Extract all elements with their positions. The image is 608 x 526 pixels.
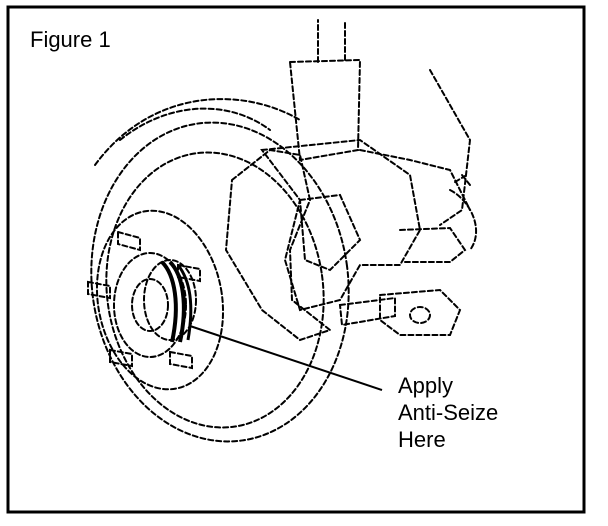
callout-label: Apply Anti-Seize Here	[398, 372, 498, 453]
wheel-stud-left	[87, 280, 111, 300]
caliper-bleeder	[399, 226, 467, 263]
hub-face	[113, 252, 187, 358]
hub-center	[131, 278, 169, 332]
caliper-bracket	[224, 148, 333, 342]
caliper-piston-housing	[298, 193, 362, 272]
brake-hose-fitting	[454, 174, 471, 186]
figure-title: Figure 1	[30, 27, 111, 52]
splash-shield-arc-2	[119, 107, 271, 141]
callout-line-1: Apply	[398, 373, 454, 398]
mount-bolt-hole	[409, 306, 431, 324]
knuckle-arm-2	[359, 149, 471, 211]
wheel-stud-lower-right	[169, 350, 193, 370]
caliper-mount-ear	[379, 288, 462, 336]
splash-shield-arc	[94, 98, 301, 166]
caliper-slide-pin	[338, 296, 396, 327]
rotor-inner-edge	[105, 151, 325, 429]
knuckle-arm	[429, 69, 472, 226]
caliper-body	[260, 138, 422, 312]
anti-seize-area	[160, 260, 193, 343]
callout-line-2: Anti-Seize	[398, 400, 499, 425]
rotor-outer-edge	[90, 121, 350, 443]
strut-upper	[317, 19, 346, 63]
wheel-stud-bottom	[109, 348, 133, 368]
callout-leader-line	[189, 325, 383, 391]
hub-pilot-ring	[143, 259, 197, 341]
brake-hose	[449, 189, 477, 251]
figure-border	[6, 5, 586, 514]
wheel-stud-top	[117, 230, 141, 252]
strut-body	[288, 58, 362, 162]
callout-line-3: Here	[398, 427, 446, 452]
hub-flange	[95, 209, 225, 391]
